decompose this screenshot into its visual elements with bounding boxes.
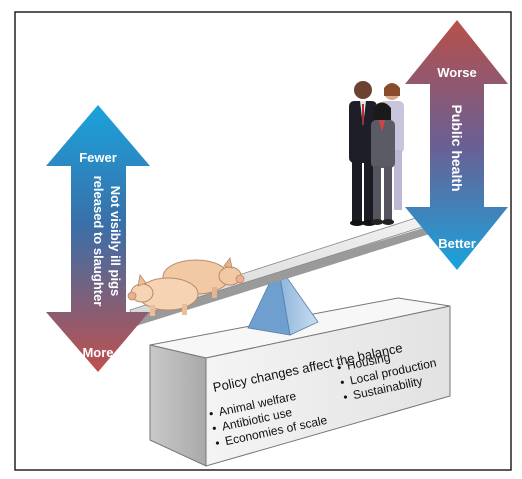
right-arrow-top-label: Worse (437, 65, 477, 80)
bullet-dot: • (336, 360, 343, 375)
right-arrow-caption: Public health (449, 104, 465, 191)
right-double-arrow: Worse Better Public health (405, 20, 508, 270)
right-arrow-bottom-label: Better (438, 236, 476, 251)
pigs-illustration (127, 257, 245, 316)
people-illustration (349, 81, 404, 226)
right-arrow-shape (405, 20, 508, 270)
fulcrum-pyramid (247, 263, 319, 336)
bullet-dot: • (211, 421, 218, 436)
left-arrow-caption-line2: released to slaughter (91, 176, 106, 307)
left-arrow-bottom-label: More (82, 345, 113, 360)
left-arrow-top-label: Fewer (79, 150, 117, 165)
bullet-dot: • (342, 390, 349, 405)
bullet-dot: • (339, 375, 346, 390)
left-arrow-caption-line1: Not visibly ill pigs (108, 186, 123, 297)
bullet-dot: • (208, 406, 215, 421)
policy-box-face (205, 305, 451, 467)
left-arrow-shape (46, 105, 150, 372)
left-double-arrow: Fewer More Not visibly ill pigs released… (46, 105, 150, 372)
bullet-dot: • (214, 436, 221, 451)
